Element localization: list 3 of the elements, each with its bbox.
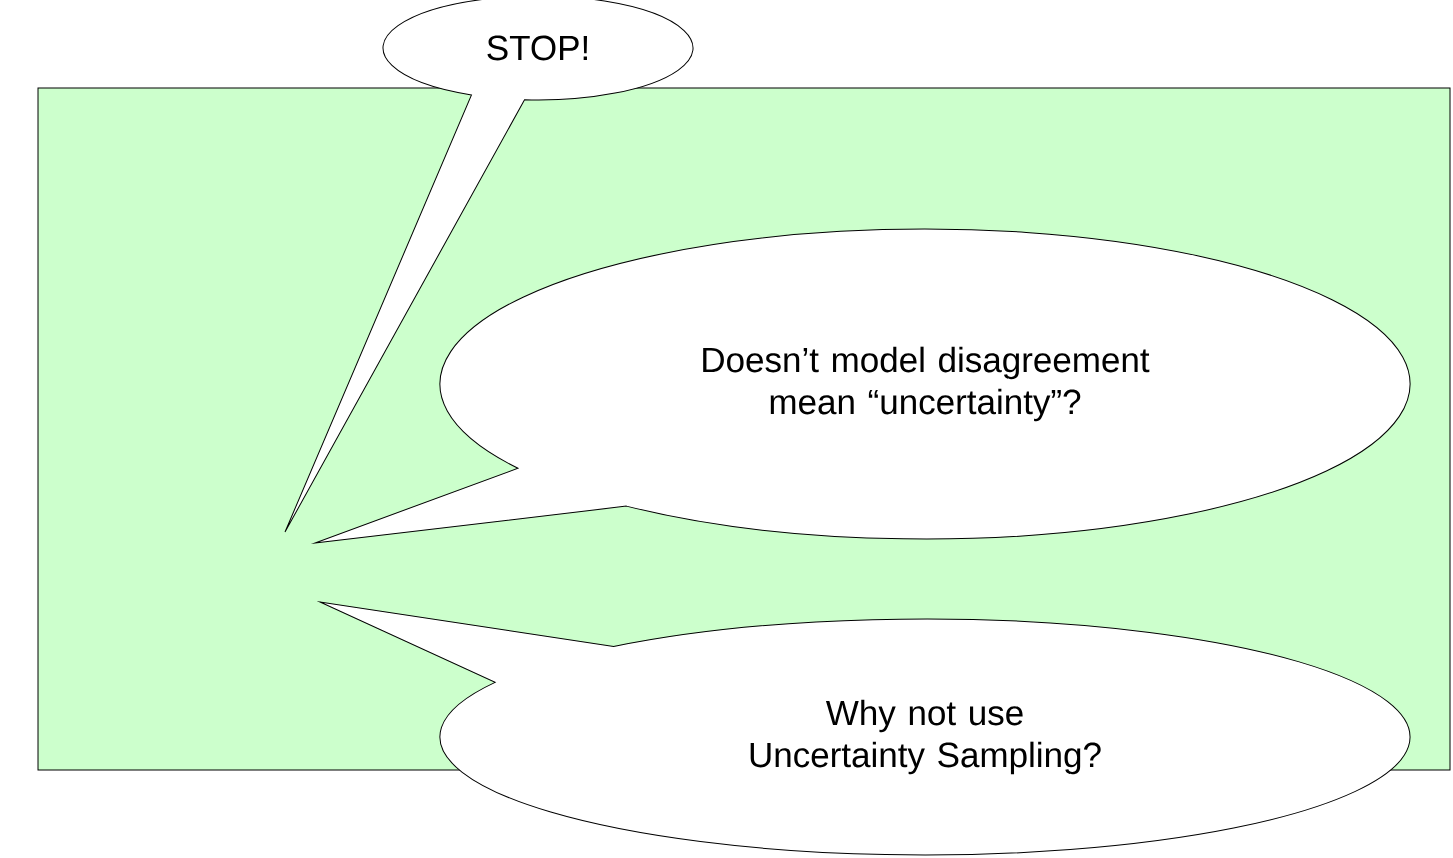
speech-bubble: Doesn’t model disagreement mean “uncertainty”?	[314, 228, 1411, 544]
speech-bubble: Why not use Uncertainty Sampling?	[319, 601, 1410, 856]
speech-bubble: STOP!	[284, 0, 694, 533]
